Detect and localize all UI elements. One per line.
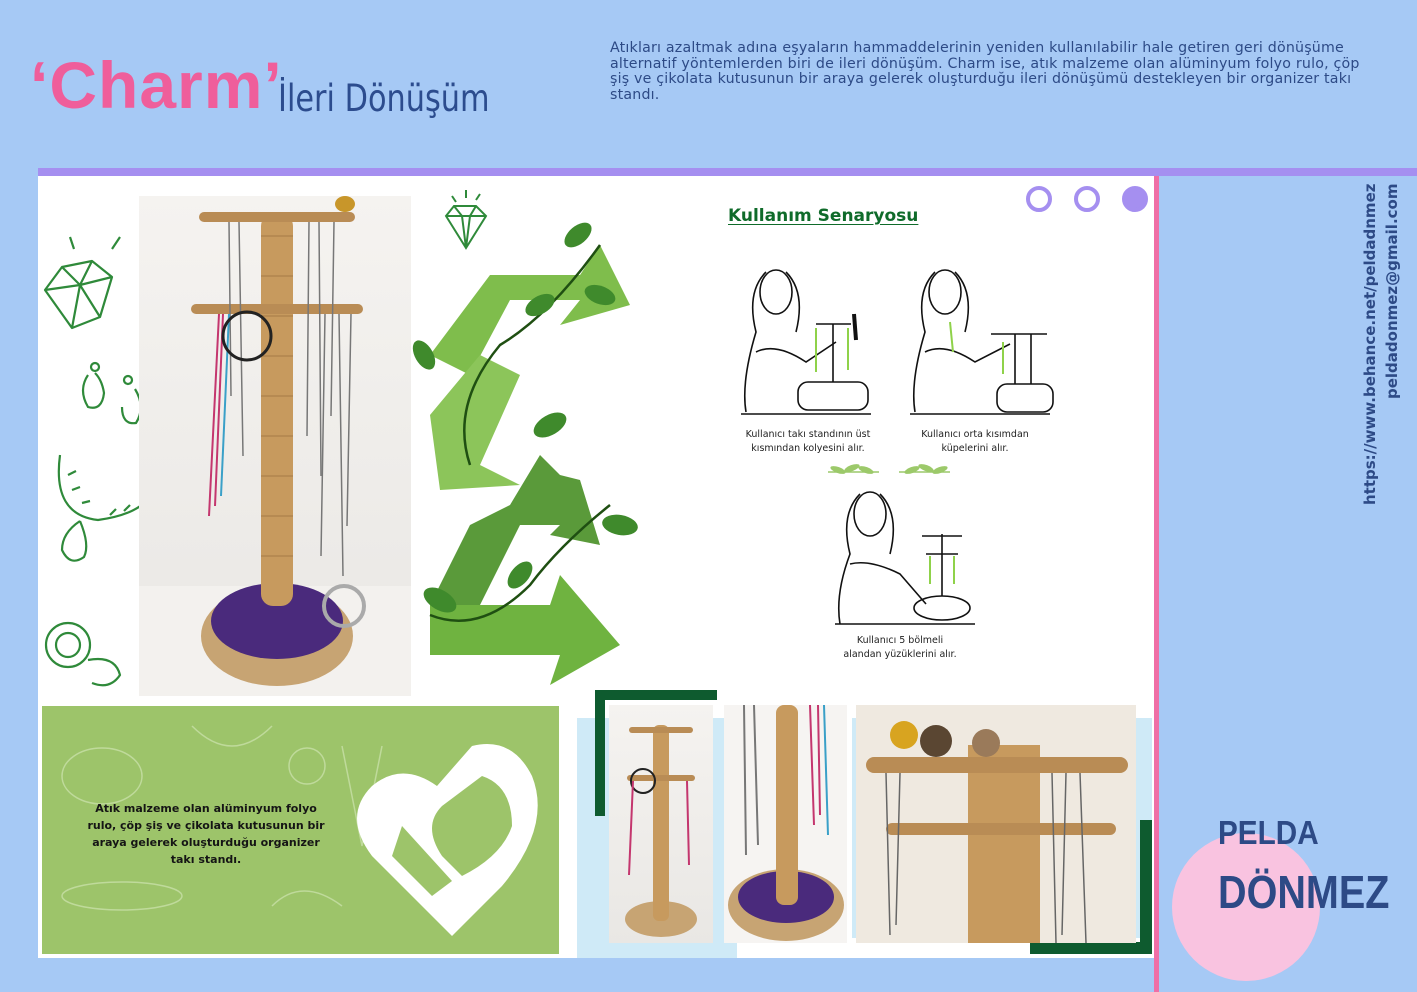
caption-line: Kullanıcı orta kısımdan — [921, 429, 1029, 440]
frame-accent — [1030, 942, 1152, 954]
info-box-text: Atık malzeme olan alüminyum folyo rulo, … — [87, 802, 325, 866]
ring-icon — [44, 621, 122, 687]
laurel-branches-icon — [828, 464, 950, 474]
frame-accent — [595, 690, 717, 700]
designer-last-name: DÖNMEZ — [1218, 866, 1390, 918]
name-circle — [1172, 833, 1320, 981]
jewelry-stand-illustration — [866, 721, 1128, 943]
caption-line: kısmından kolyesini alır. — [751, 443, 865, 454]
diamond-icon — [444, 190, 488, 250]
scenario-title: Kullanım Senaryosu — [728, 206, 919, 226]
frame-accent — [1140, 820, 1152, 954]
project-title: ‘Charm’ — [30, 48, 283, 122]
recycle-leaves-graphic — [412, 222, 638, 685]
scenario-step-1-sketch — [741, 269, 871, 415]
product-photo-closeup — [856, 705, 1136, 943]
product-photo-front — [609, 705, 713, 943]
project-subtitle: İleri Dönüşüm — [278, 77, 490, 120]
designer-first-name: PELDA — [1218, 814, 1319, 851]
caption-line: küpelerini alır. — [941, 443, 1009, 454]
product-photo-main — [139, 196, 411, 696]
vertical-divider — [1154, 176, 1159, 992]
product-photo-side — [724, 705, 847, 943]
jewelry-stand-illustration — [139, 196, 411, 696]
project-description: Atıkları azaltmak adına eşyaların hammad… — [610, 40, 1360, 103]
diamond-icon — [43, 236, 121, 330]
jewelry-stand-illustration — [728, 705, 844, 941]
circle-filled-icon — [1122, 186, 1148, 212]
recycle-icon — [430, 245, 630, 685]
jewelry-sketches — [43, 236, 140, 687]
heart-recycle-icon — [357, 744, 538, 936]
circle-icon — [1074, 186, 1100, 212]
caption-line: Kullanıcı takı standının üst — [745, 429, 871, 440]
scenario-step-3-sketch — [835, 491, 975, 625]
leaf-icon — [412, 222, 638, 613]
top-accent-bar — [38, 168, 1417, 176]
earrings-icon — [81, 361, 140, 425]
scenario-step-1-caption: Kullanıcı takı standının üst kısmından k… — [728, 428, 888, 456]
behance-link[interactable]: https://www.behance.net/peldadnmez — [1361, 184, 1379, 506]
frame-accent — [595, 690, 605, 816]
scenario-step-3-caption: Kullanıcı 5 bölmeli alandan yüzüklerini … — [820, 634, 980, 662]
circle-icon — [1026, 186, 1052, 212]
scenario-step-2-sketch — [910, 269, 1054, 415]
caption-line: alandan yüzüklerini alır. — [843, 649, 957, 660]
caption-line: Kullanıcı 5 bölmeli — [856, 635, 944, 646]
decorative-dots — [1026, 186, 1148, 212]
scenario-step-2-caption: Kullanıcı orta kısımdan küpelerini alır. — [895, 428, 1055, 456]
necklace-icon — [57, 454, 140, 562]
jewelry-outline-pattern — [61, 725, 538, 936]
email-link[interactable]: peldadonmez@gmail.com — [1383, 184, 1401, 400]
info-box — [42, 706, 559, 954]
jewelry-stand-illustration — [625, 725, 697, 937]
contact-info: https://www.behance.net/peldadnmez pelda… — [1359, 184, 1405, 534]
